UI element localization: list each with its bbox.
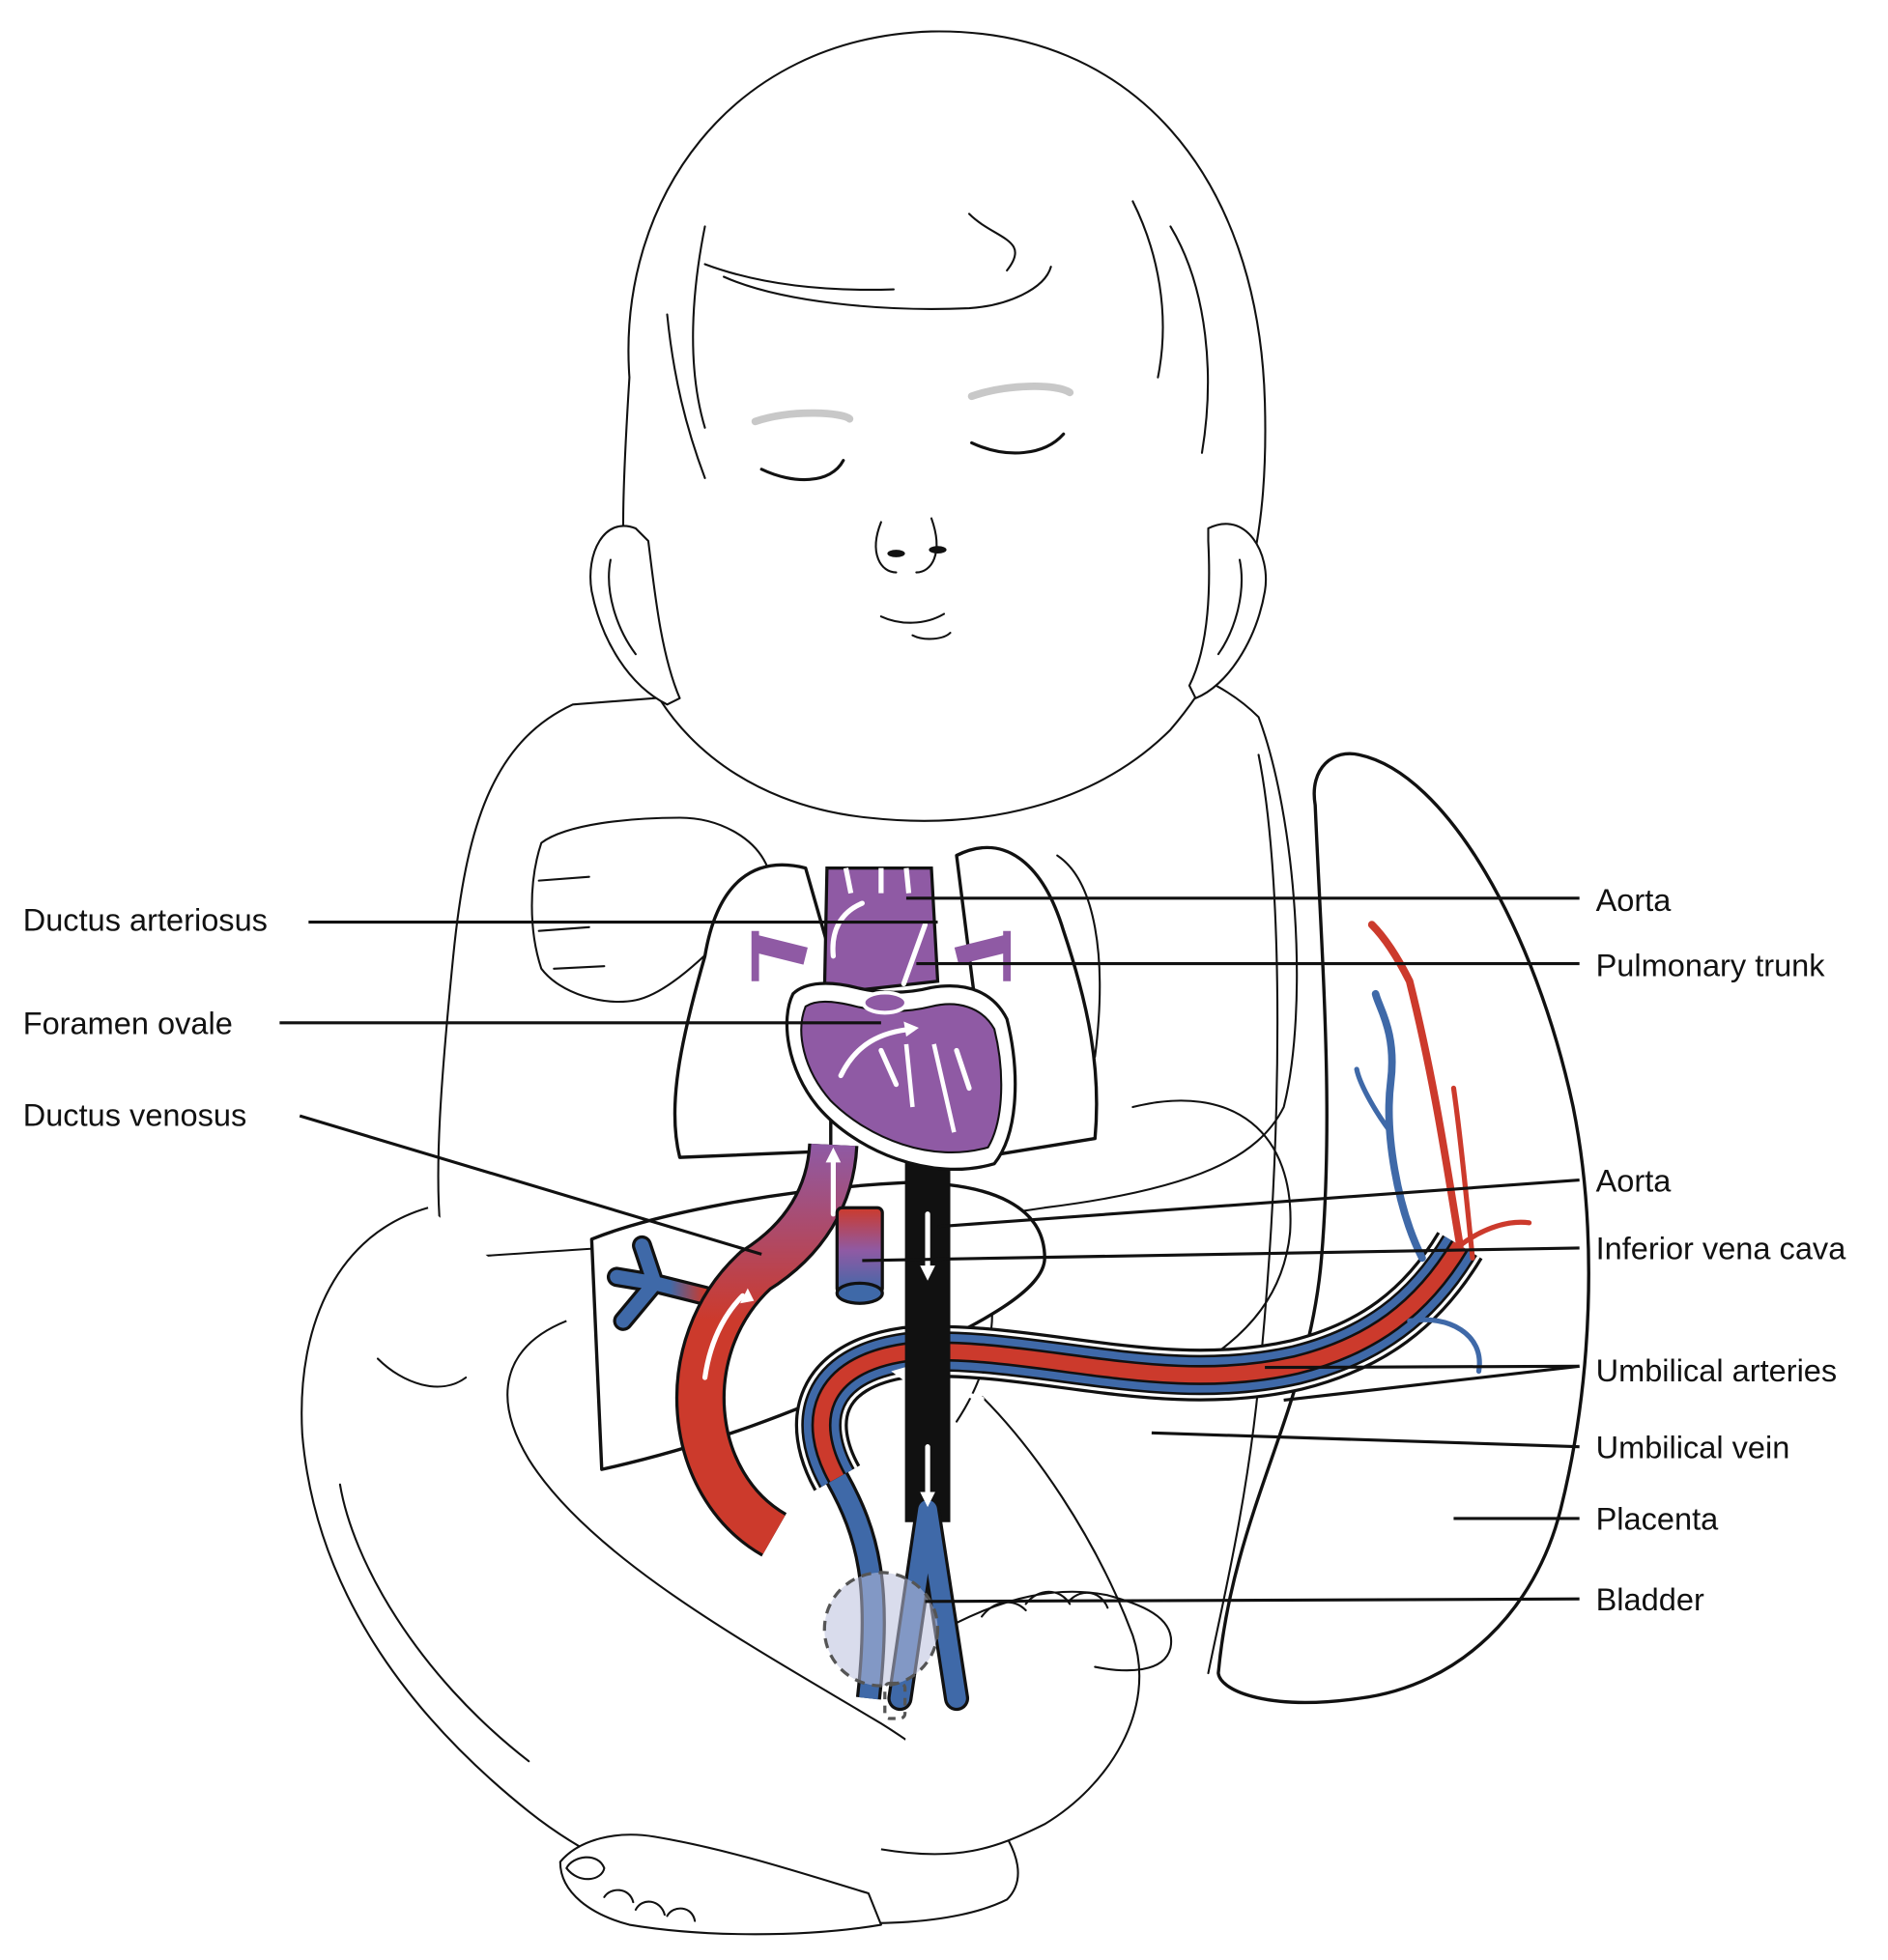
right-thigh [1131,1099,1292,1360]
left-ear [589,525,681,706]
labels-left: Ductus arteriosus Foramen ovale Ductus v… [23,903,268,1133]
label-inferior-vena-cava: Inferior vena cava [1596,1232,1847,1266]
foramen-ovale-opening [861,990,908,1015]
leader-inferior-vena-cava [862,1246,1580,1263]
leader-bladder [925,1597,1580,1604]
left-lung [672,863,833,1159]
right-leg-outline [880,1395,1141,1856]
label-bladder: Bladder [1596,1582,1704,1617]
placental-artery-branch [1371,989,1426,1263]
right-eye-closed [970,432,1066,455]
septum [903,1043,957,1133]
leader-umbilical-vein [1151,1431,1580,1449]
label-aorta-descending: Aorta [1596,1163,1673,1198]
flow-arrow-ductus-venosus [701,1292,746,1380]
flow-arrow-ventricle [878,1047,900,1088]
flow-arrow-foramen-ovale [838,1026,916,1079]
leader-aorta-descending [937,1179,1580,1229]
calf-line [338,1483,530,1763]
knee-crease [376,1357,468,1388]
left-nostril [887,550,905,557]
label-umbilical-arteries: Umbilical arteries [1596,1353,1838,1388]
label-ductus-venosus: Ductus venosus [23,1098,247,1133]
big-toe [565,1856,606,1881]
bladder-outline [822,1571,940,1688]
right-eyebrow [967,383,1074,401]
placenta [1207,752,1590,1705]
small-toes [603,1889,697,1922]
fetus-head [589,30,1268,822]
placenta-outline [1216,752,1590,1705]
leader-ductus-venosus [299,1114,762,1256]
label-ductus-arteriosus: Ductus arteriosus [23,903,268,938]
finger-lines [537,875,606,970]
hair-strand [692,225,706,429]
head-outline [621,30,1267,822]
left-arm-outline [530,816,769,1004]
right-ear [1187,523,1268,699]
portal-vein-branch [610,1238,712,1328]
left-foot-outline [558,1833,882,1936]
left-ear-inner [608,558,637,656]
label-pulmonary-trunk: Pulmonary trunk [1596,949,1826,983]
nose-outline [874,517,938,574]
urethra-outline [883,1681,907,1720]
label-foramen-ovale: Foramen ovale [23,1006,233,1040]
label-umbilical-vein: Umbilical vein [1596,1430,1790,1464]
descending-aorta [887,1157,970,1712]
flow-arrow-ventricle-right [954,1047,972,1092]
hair-strand [703,263,895,291]
mouth [879,612,952,640]
left-eyebrow [751,409,854,426]
hair-strand [1169,225,1210,454]
placenta-inner-edge [1207,753,1279,1675]
label-aorta-arch: Aorta [1596,883,1673,918]
ductus-venosus-vessel [678,1143,856,1554]
heart [751,866,1017,1172]
right-foot-outline [955,1590,1173,1672]
pulmonary-arteries [753,934,1010,965]
right-nostril [929,546,947,554]
ivc-stub [835,1206,884,1295]
right-ear-inner [1216,558,1244,656]
leader-lines [279,896,1580,1604]
label-placenta: Placenta [1596,1502,1720,1537]
arrow-head [891,1366,909,1381]
right-arm-line [1056,854,1101,1058]
labels-right: Aorta Pulmonary trunk Aorta Inferior ven… [1596,883,1847,1617]
hair-strand [968,213,1016,272]
hair-strand [723,266,1052,310]
hair-strand [1131,200,1164,379]
leader-umbilical-artery-2 [1283,1364,1580,1403]
left-eye-closed [759,459,845,482]
flow-arrow-pulmonary-trunk [901,922,929,987]
leader-umbilical-artery-1 [1265,1364,1580,1370]
hair-strand [666,313,706,479]
umbilical-vein-vessel [814,1241,1467,1483]
bladder [822,1571,940,1720]
umbilical-cord [794,1231,1483,1491]
venous-vessels [606,1143,884,1557]
